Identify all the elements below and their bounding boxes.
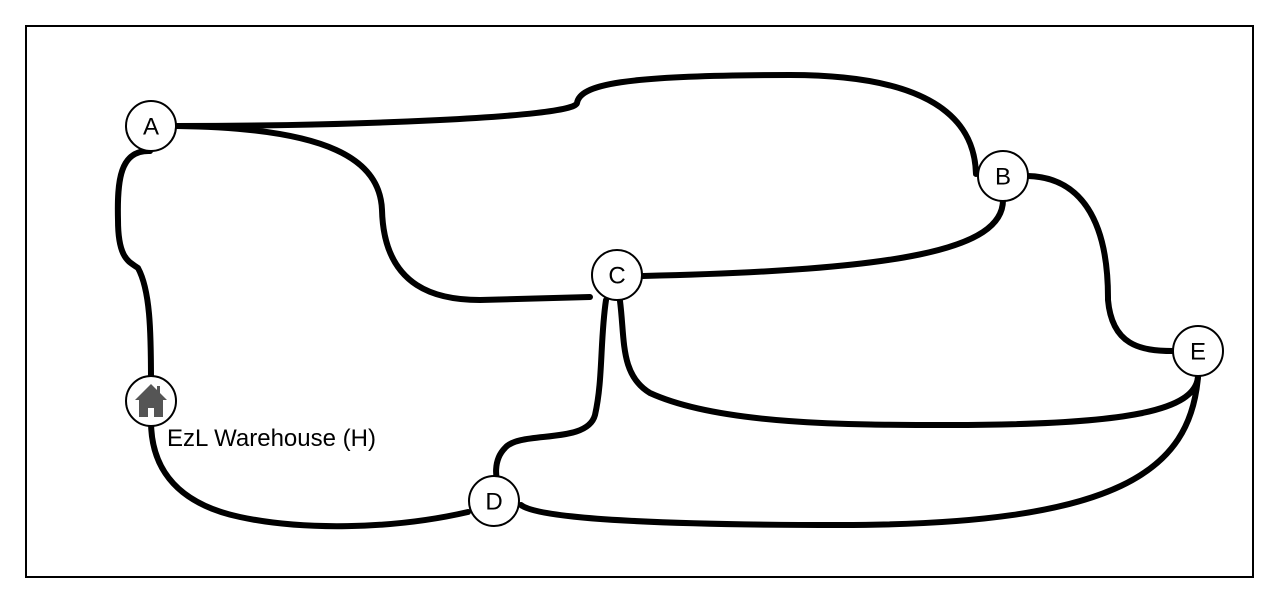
node-c: C [591, 249, 643, 301]
node-d-label: D [485, 489, 502, 516]
edge-b-c [640, 197, 1006, 279]
node-e-label: E [1190, 339, 1206, 366]
edge-a-b [174, 72, 979, 177]
node-h [125, 375, 177, 427]
edge-a-h [114, 147, 154, 384]
house-icon [135, 384, 167, 417]
edge-d-h [148, 418, 471, 530]
edge-b-e [1025, 173, 1176, 354]
node-a-label: A [143, 114, 159, 141]
diagram-frame [25, 25, 1254, 578]
edges [114, 72, 1201, 530]
edge-c-e [617, 298, 1201, 428]
node-b-circle [977, 150, 1029, 202]
node-a: A [125, 100, 177, 152]
node-e-circle [1172, 325, 1224, 377]
edge-a-c [174, 123, 593, 303]
node-c-label: C [608, 263, 625, 290]
edge-c-d [493, 297, 609, 490]
node-d-circle [468, 475, 520, 527]
node-e: E [1172, 325, 1224, 377]
warehouse-caption: EzL Warehouse (H) [167, 425, 376, 452]
node-d: D [468, 475, 520, 527]
node-c-circle [591, 249, 643, 301]
edge-d-e [518, 374, 1201, 528]
node-b-label: B [995, 164, 1011, 191]
node-b: B [977, 150, 1029, 202]
node-a-circle [125, 100, 177, 152]
